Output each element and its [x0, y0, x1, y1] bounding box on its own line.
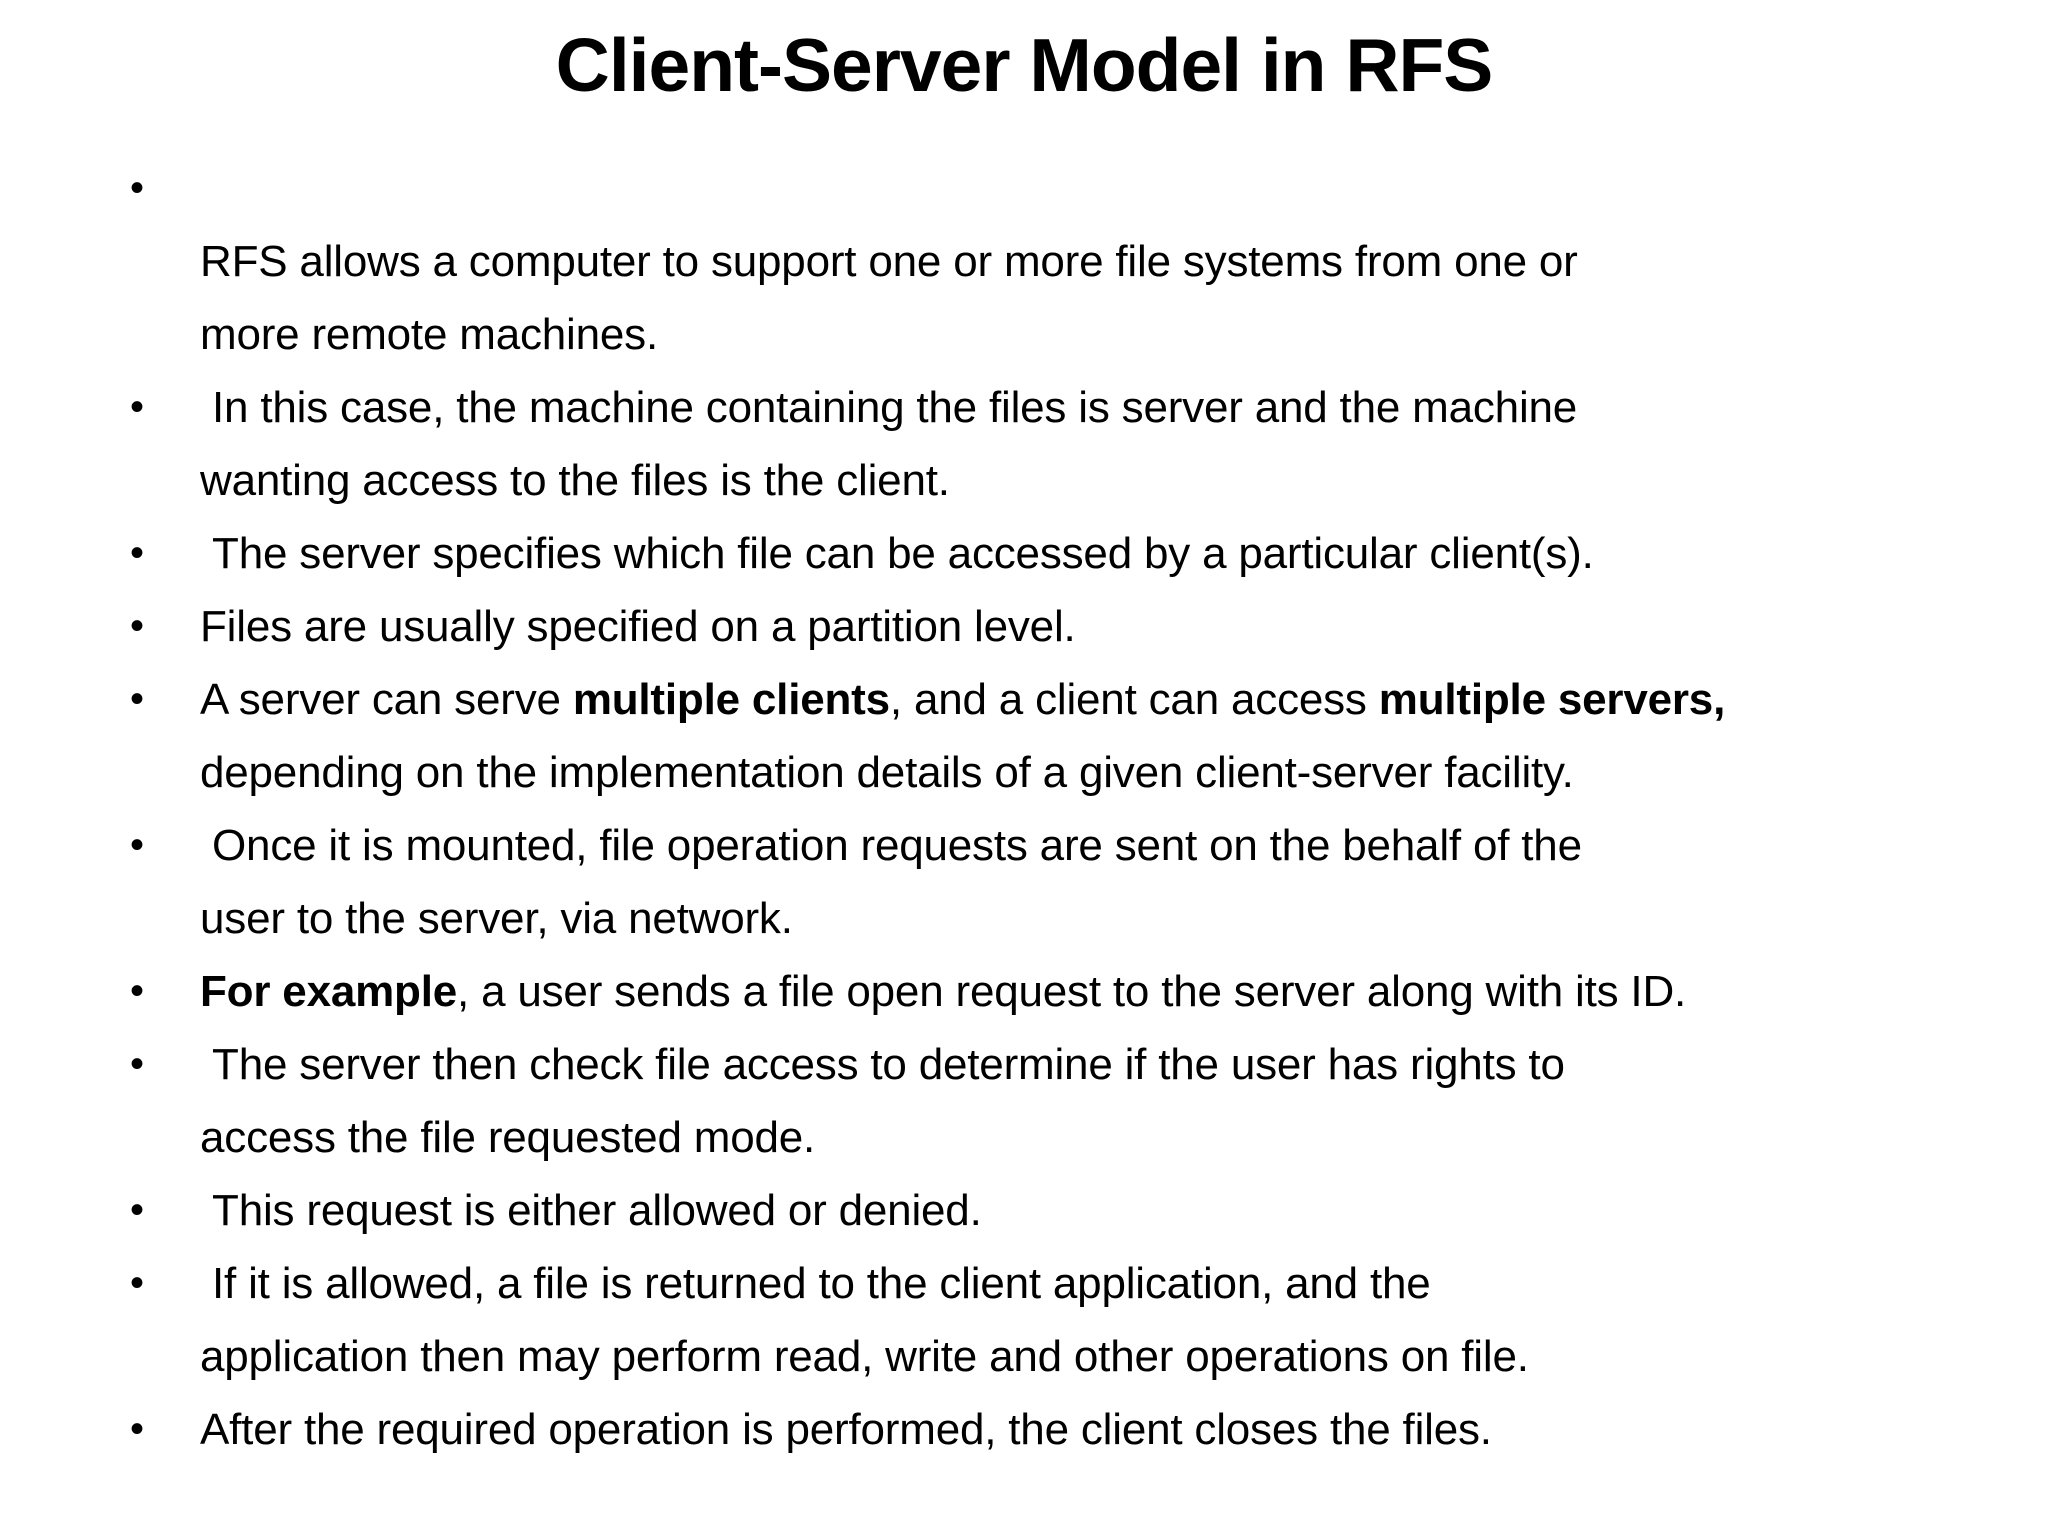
list-item: • After the required operation is perform… [130, 1393, 1998, 1466]
list-item-text: If it is allowed, a file is returned to … [200, 1258, 1529, 1381]
list-item-text: Files are usually specified on a partiti… [200, 601, 1076, 651]
list-item: • The server specifies which file can be… [130, 517, 1998, 590]
list-item: • A server can serve multiple clients, an… [130, 663, 1998, 809]
bullet-icon: • [130, 1260, 144, 1305]
bullet-icon: • [130, 603, 144, 648]
list-item-text: For example, a user sends a file open re… [200, 966, 1687, 1016]
list-item: • The server then check file access to d… [130, 1028, 1998, 1174]
list-item-text: In this case, the machine containing the… [200, 382, 1578, 505]
list-item: • For example, a user sends a file open r… [130, 955, 1998, 1028]
list-item: • Once it is mounted, file operation req… [130, 809, 1998, 955]
bullet-icon: • [130, 968, 144, 1013]
list-item: • If it is allowed, a file is returned t… [130, 1247, 1998, 1393]
list-item-text: After the required operation is performe… [200, 1404, 1492, 1454]
list-item-text: A server can serve multiple clients, and… [200, 674, 1726, 797]
list-item-text: RFS allows a computer to support one or … [200, 236, 1578, 359]
bullet-icon: • [130, 822, 144, 867]
list-item: • This request is either allowed or deni… [130, 1174, 1998, 1247]
bullet-list: • RFS allows a computer to support one or… [0, 152, 2048, 1466]
slide-title: Client-Server Model in RFS [555, 23, 1494, 107]
bullet-icon: • [130, 165, 144, 210]
bullet-icon: • [130, 384, 144, 429]
bullet-icon: • [130, 1041, 144, 1086]
bullet-icon: • [130, 1187, 144, 1232]
list-item: • Files are usually specified on a partit… [130, 590, 1998, 663]
bullet-icon: • [130, 676, 144, 721]
list-item-text: This request is either allowed or denied… [200, 1185, 982, 1235]
list-item: • RFS allows a computer to support one or… [130, 152, 1998, 371]
bullet-icon: • [130, 1406, 144, 1451]
bullet-icon: • [130, 530, 144, 575]
list-item: • In this case, the machine containing t… [130, 371, 1998, 517]
list-item-text: The server then check file access to det… [200, 1039, 1565, 1162]
list-item-text: The server specifies which file can be a… [200, 528, 1594, 578]
list-item-text: Once it is mounted, file operation reque… [200, 820, 1582, 943]
